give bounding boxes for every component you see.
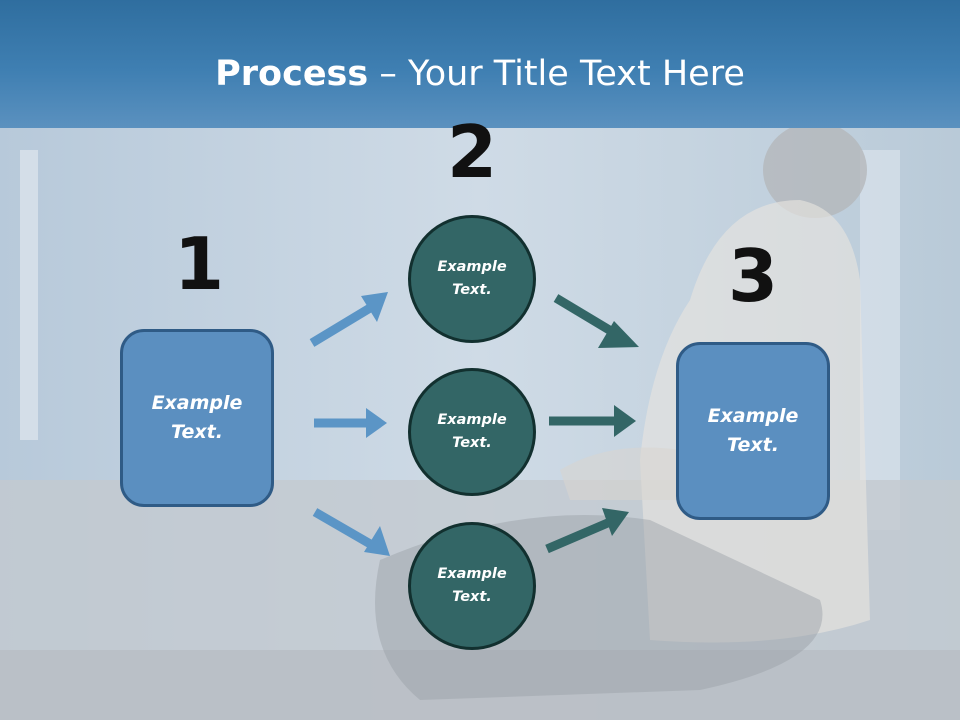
step-number-3: 3 — [727, 234, 779, 318]
arrow-right-down-icon — [312, 508, 390, 556]
circle-middle-line-2: Text. — [452, 435, 492, 451]
step-1-line-2: Text. — [171, 421, 223, 443]
arrow-teal-right-down-icon — [553, 294, 639, 348]
circle-middle-line-1: Example — [437, 412, 507, 428]
step-3-line-1: Example — [707, 405, 799, 427]
step-number-1: 1 — [173, 222, 225, 306]
title-rest: – Your Title Text Here — [368, 54, 745, 94]
arrow-teal-right-icon — [549, 405, 636, 437]
arrow-right-icon — [314, 408, 387, 438]
step-number-2: 2 — [446, 110, 498, 194]
circle-bottom-line-1: Example — [437, 566, 507, 582]
step-1-line-1: Example — [151, 392, 243, 414]
circle-top-line-1: Example — [437, 259, 507, 275]
arrow-right-up-icon — [309, 292, 388, 347]
title-bold: Process — [215, 54, 369, 94]
title-band — [0, 0, 960, 128]
circle-top-line-2: Text. — [452, 282, 492, 298]
slide-title: Process – Your Title Text Here — [0, 52, 960, 96]
arrow-teal-right-up-icon — [545, 508, 629, 554]
step-3-line-2: Text. — [727, 434, 779, 456]
circle-bottom-line-2: Text. — [452, 589, 492, 605]
